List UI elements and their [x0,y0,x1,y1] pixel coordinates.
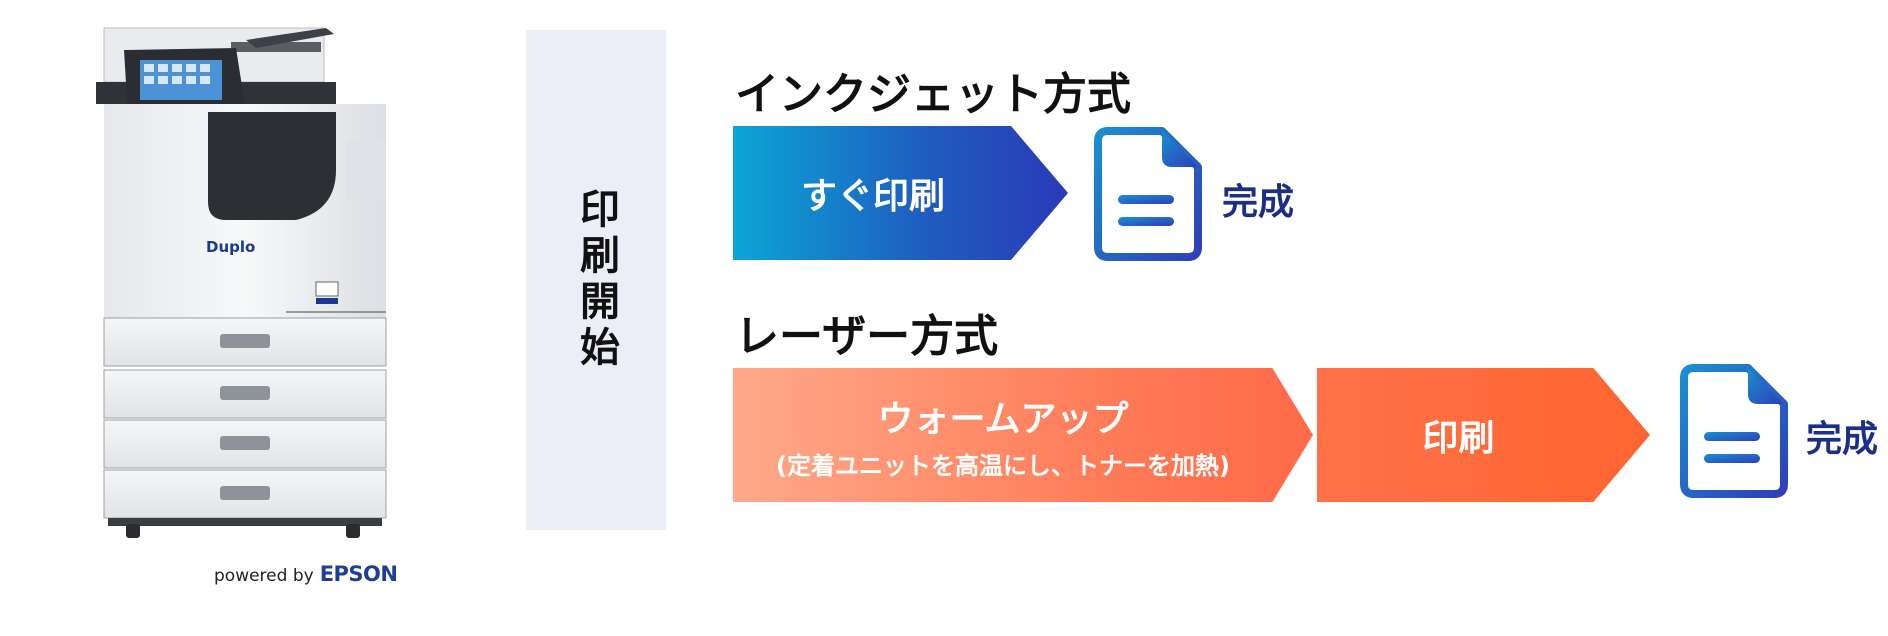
control-panel-screen [124,48,246,116]
inkjet-step-label: すぐ印刷 [800,176,945,217]
laser-step-warmup: ウォームアップ (定着ユニットを高温にし、トナーを加熱) [733,368,1313,502]
inkjet-heading: インクジェット方式 [735,69,1131,120]
laser-heading: レーザー方式 [735,311,999,362]
warmup-label: ウォームアップ [877,398,1129,440]
epson-logo: EPSON [319,562,398,586]
inkjet-step-instant-print: すぐ印刷 [733,126,1068,260]
laser-document-icon [1680,364,1788,498]
laser-step-print: 印刷 [1317,368,1650,502]
warmup-note: (定着ユニットを高温にし、トナーを加熱) [776,451,1230,480]
svg-text:Duplo: Duplo [206,238,255,256]
print-start-label: 印刷開始 [573,188,619,372]
laser-done-label: 完成 [1806,419,1879,460]
laser-print-label: 印刷 [1422,418,1495,459]
printer-image: Duplo [96,27,387,538]
powered-by-label: powered by [214,566,314,586]
inkjet-done-label: 完成 [1222,182,1295,223]
inkjet-document-icon [1094,127,1202,261]
print-start-column: 印刷開始 [526,30,666,530]
